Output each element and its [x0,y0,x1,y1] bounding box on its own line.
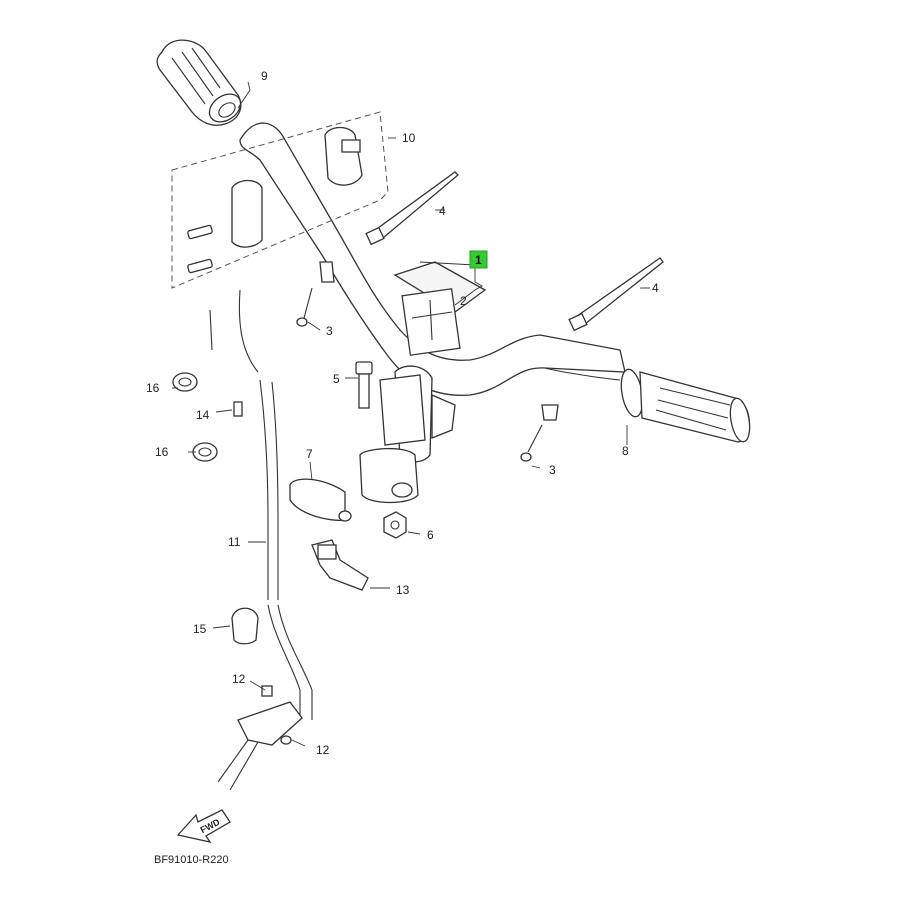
callout-4-lower: 4 [652,281,659,295]
screw-upper [296,261,335,327]
right-grip [620,368,751,443]
hose-clip-upper [172,372,198,392]
callout-6: 6 [427,528,434,542]
callout-10: 10 [402,131,416,145]
callout-5: 5 [333,372,340,386]
part-1-highlight[interactable] [469,250,488,269]
handlebar-clamp [359,365,456,504]
part-2-plate [393,261,487,356]
callout-numbers: 1 2 3 3 4 4 5 6 7 8 9 10 11 12 12 13 14 … [146,69,659,757]
nut [383,511,407,539]
diagram-reference-code: BF91010-R220 [154,854,229,866]
callout-16-lower: 16 [155,445,169,459]
cable-clip [231,607,259,645]
cable-tie-lower [568,257,664,332]
callout-4-upper: 4 [439,204,446,218]
callout-14: 14 [196,408,210,422]
callout-12-lower: 12 [316,743,330,757]
cable-joint [217,685,303,791]
callout-3-upper: 3 [326,324,333,338]
lever-holder-group [171,111,389,289]
callout-12-upper: 12 [232,672,246,686]
fwd-arrow-icon: FWD [176,809,231,843]
callout-16-upper: 16 [146,381,160,395]
callout-1: 1 [475,253,482,267]
callout-3-lower: 3 [549,463,556,477]
screw-small [233,401,243,417]
cable-tie-upper [365,171,459,246]
handlebar-tube [239,122,626,396]
callout-7: 7 [306,447,313,461]
throttle-cable [209,289,313,720]
callout-2: 2 [460,294,467,308]
band-clamp [289,478,352,522]
callout-9: 9 [261,69,268,83]
callout-8: 8 [622,444,629,458]
hose-clip-lower [192,442,218,462]
left-grip [156,39,242,126]
callout-11: 11 [228,535,241,549]
callout-15: 15 [193,622,207,636]
screw-lower [520,404,559,462]
cable-guide-bracket [311,539,369,591]
bolt [355,361,373,409]
callout-13: 13 [396,583,410,597]
leader-lines [172,81,650,747]
